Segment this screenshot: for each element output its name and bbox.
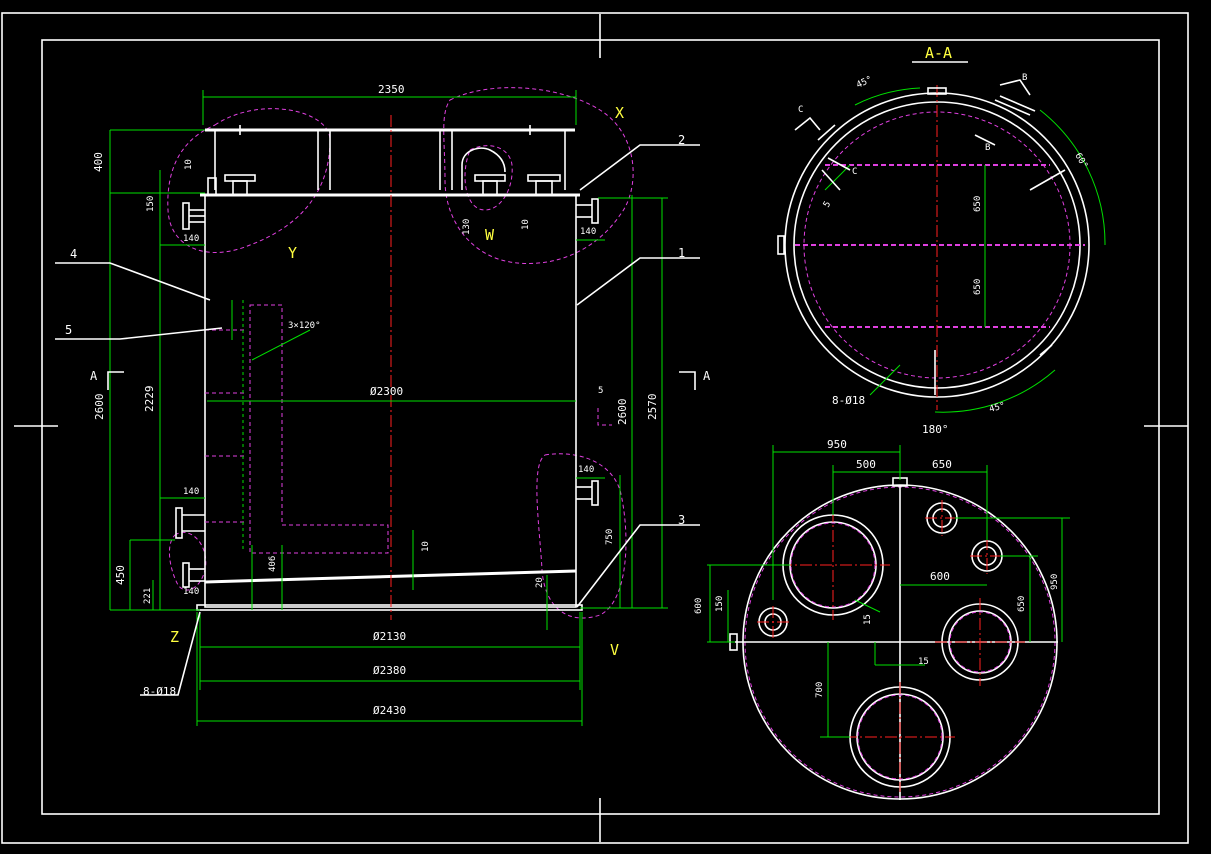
dim-height-2229: 2229 <box>143 386 156 413</box>
mark-c-2: C <box>852 167 857 177</box>
front-leaders <box>55 144 700 696</box>
leader-3: 3 <box>678 513 685 527</box>
detail-cloud-v <box>536 453 627 619</box>
outer-frame <box>1 12 1189 844</box>
detail-label-y: Y <box>288 244 297 262</box>
dim-bolts-front: 8-Ø18 <box>143 685 176 698</box>
plan-dim-950: 950 <box>827 438 847 451</box>
plan-dim-650a: 650 <box>932 458 952 471</box>
dim-nozzle-140c: 140 <box>183 587 199 597</box>
section-nozzles <box>777 87 1066 395</box>
plan-dim-600a: 600 <box>930 570 950 583</box>
section-cut-marks <box>107 371 696 390</box>
detail-label-z: Z <box>170 628 179 646</box>
section-mark-a-left: A <box>90 369 98 383</box>
leader-4: 4 <box>70 247 77 261</box>
dim-height-2600: 2600 <box>93 394 106 421</box>
dim-height-150: 150 <box>146 196 156 212</box>
dim-750: 750 <box>605 529 615 545</box>
dim-nozzle-140a: 140 <box>183 234 199 244</box>
leader-5: 5 <box>65 323 72 337</box>
section-cut-arrows <box>794 79 1031 171</box>
dim-right-2600: 2600 <box>616 399 629 426</box>
center-marks <box>14 14 1188 842</box>
angle-45-bottom: 45° <box>988 401 1006 415</box>
dim-top-width: 2350 <box>378 83 405 96</box>
plan-centerlines <box>757 500 1025 792</box>
detail-cloud-z <box>168 532 207 591</box>
plan-dim-950b: 950 <box>1050 574 1060 590</box>
dim-height-400: 400 <box>92 152 105 172</box>
plan-dim-650b: 650 <box>1017 596 1027 612</box>
angle-180: 180° <box>922 423 949 436</box>
dim-20: 20 <box>535 577 545 588</box>
section-mark-5: 5 <box>598 386 603 396</box>
plan-dimension-lines <box>707 445 1070 738</box>
dim-weld: 3×120° <box>288 321 321 331</box>
inner-frame <box>41 39 1160 815</box>
dim-dia-2380: Ø2380 <box>373 664 406 677</box>
section-mark-a-right: A <box>703 369 711 383</box>
detail-label-w: W <box>485 226 495 244</box>
plan-dim-15a: 15 <box>863 614 873 625</box>
internal-baffle <box>205 300 389 554</box>
side-nozzles <box>175 198 599 588</box>
section-view-aa: A-A 4 <box>777 44 1106 436</box>
detail-label-x: X <box>615 104 624 122</box>
plan-dim-700: 700 <box>815 682 825 698</box>
plan-view: 950 500 650 600 150 600 15 15 650 950 70… <box>694 438 1070 800</box>
mark-b-2: B <box>985 143 990 153</box>
leader-1: 1 <box>678 246 685 260</box>
detail-cloud-x <box>443 87 634 264</box>
dim-right-2570: 2570 <box>646 394 659 421</box>
plan-dim-600b: 600 <box>694 598 704 614</box>
arrow-5 <box>597 408 612 426</box>
dim-650-top: 650 <box>973 196 983 212</box>
dim-650-bottom: 650 <box>973 279 983 295</box>
leader-2: 2 <box>678 133 685 147</box>
dim-nozzle-140d: 140 <box>578 465 594 475</box>
detail-cloud-w <box>464 145 513 211</box>
dim-height-450: 450 <box>114 565 127 585</box>
mark-b-1: B <box>1022 73 1027 83</box>
mark-c-1: C <box>798 105 803 115</box>
dim-nozzle-10b: 10 <box>521 219 531 230</box>
dim-height-221: 221 <box>143 588 153 604</box>
plan-dim-500: 500 <box>856 458 876 471</box>
section-title: A-A <box>925 44 952 62</box>
front-view: 2350 400 150 10 140 2600 2229 Ø2300 140 … <box>55 83 711 726</box>
dim-5: 5 <box>822 200 833 210</box>
dim-dia-2130: Ø2130 <box>373 630 406 643</box>
front-dimension-lines <box>109 90 668 726</box>
detail-cloud-y <box>167 108 331 253</box>
dim-dia-2300: Ø2300 <box>370 385 403 398</box>
dim-10c: 10 <box>421 541 431 552</box>
dim-nozzle-130: 130 <box>462 219 472 235</box>
detail-label-v: V <box>610 641 619 659</box>
dim-bolts-section: 8-Ø18 <box>832 394 865 407</box>
plan-dim-150: 150 <box>715 596 725 612</box>
top-frame <box>205 125 575 196</box>
dim-dia-2430: Ø2430 <box>373 704 406 717</box>
plan-manholes <box>758 502 1019 788</box>
plan-dim-15b: 15 <box>918 657 929 667</box>
dim-nozzle-140b: 140 <box>183 487 199 497</box>
section-dimension-lines <box>824 87 1106 413</box>
dim-406: 406 <box>268 556 278 572</box>
dim-nozzle-10a: 10 <box>184 159 194 170</box>
angle-45-top: 45° <box>855 75 874 91</box>
dim-nozzle-140e: 140 <box>580 227 596 237</box>
